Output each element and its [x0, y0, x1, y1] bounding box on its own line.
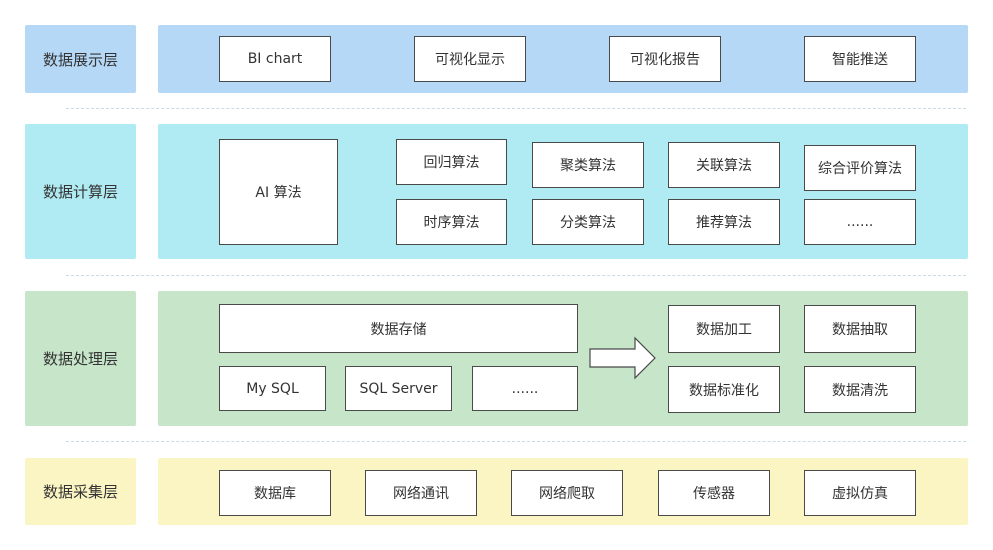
- compute-item-timeseries: 时序算法: [396, 199, 507, 245]
- separator: [66, 275, 966, 276]
- process-storage-more: ......: [472, 366, 578, 411]
- compute-item-recommendation: 推荐算法: [668, 199, 780, 245]
- display-item-visual-report: 可视化报告: [609, 36, 721, 82]
- process-data-storage: 数据存储: [219, 304, 578, 353]
- layer-label-collect: 数据采集层: [25, 458, 136, 525]
- process-storage-mysql: My SQL: [219, 366, 326, 411]
- process-storage-sqlserver: SQL Server: [345, 366, 452, 411]
- process-item-cleaning: 数据清洗: [804, 366, 916, 413]
- process-item-extraction: 数据抽取: [804, 305, 916, 353]
- compute-item-clustering: 聚类算法: [532, 142, 644, 188]
- separator: [66, 441, 966, 442]
- collect-item-database: 数据库: [219, 470, 331, 516]
- collect-item-network-comm: 网络通讯: [365, 470, 477, 516]
- compute-item-association: 关联算法: [668, 142, 780, 188]
- layer-label-display: 数据展示层: [25, 25, 136, 93]
- layer-label-compute: 数据计算层: [25, 124, 136, 259]
- display-item-bi-chart: BI chart: [219, 36, 331, 82]
- compute-ai-algorithm: AI 算法: [219, 139, 338, 245]
- separator: [66, 108, 966, 109]
- collect-item-web-crawl: 网络爬取: [511, 470, 623, 516]
- display-item-visual-display: 可视化显示: [414, 36, 526, 82]
- right-arrow-icon: [589, 336, 656, 380]
- compute-item-classification: 分类算法: [532, 199, 644, 245]
- process-item-standardization: 数据标准化: [668, 366, 780, 413]
- compute-item-regression: 回归算法: [396, 139, 507, 185]
- collect-item-simulation: 虚拟仿真: [804, 470, 916, 516]
- collect-item-sensor: 传感器: [658, 470, 770, 516]
- compute-item-evaluation: 综合评价算法: [804, 145, 916, 191]
- process-item-processing: 数据加工: [668, 305, 780, 353]
- display-item-smart-push: 智能推送: [804, 36, 916, 82]
- compute-item-more: ......: [804, 199, 916, 245]
- layer-label-process: 数据处理层: [25, 291, 136, 426]
